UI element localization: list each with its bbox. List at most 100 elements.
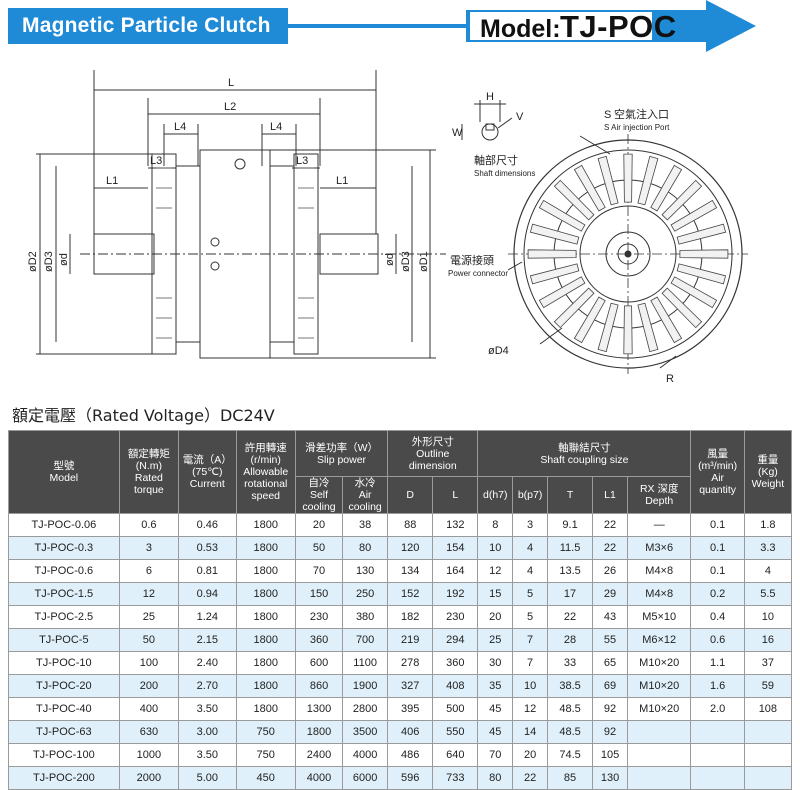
table-cell: 733 xyxy=(432,766,479,790)
table-cell: 26 xyxy=(592,559,628,583)
header-L1: L1 xyxy=(592,476,628,514)
table-cell: 294 xyxy=(432,628,479,652)
table-cell: 3.00 xyxy=(178,720,237,744)
table-cell: M10×20 xyxy=(626,697,692,721)
table-cell: 486 xyxy=(387,743,434,767)
table-cell: 3 xyxy=(512,513,549,537)
table-cell: 0.6 xyxy=(118,513,180,537)
fin xyxy=(538,276,586,309)
dim-L4-right: L4 xyxy=(270,121,282,133)
table-cell: 80 xyxy=(342,536,389,560)
table-cell: 20 xyxy=(294,513,344,537)
end-view-fins xyxy=(527,153,729,355)
table-cell: 182 xyxy=(387,605,434,629)
dim-L4-left: L4 xyxy=(174,121,186,133)
table-cell: TJ-POC-0.06 xyxy=(8,513,120,537)
table-cell: 1900 xyxy=(342,674,389,698)
table-cell: 1800 xyxy=(235,513,296,537)
table-cell: 22 xyxy=(512,766,549,790)
fin xyxy=(553,287,595,329)
table-cell: 22 xyxy=(592,536,628,560)
table-cell xyxy=(626,743,692,767)
model-code: TJ-POC xyxy=(560,9,677,44)
table-cell: 4 xyxy=(743,559,793,583)
table-cell: 0.94 xyxy=(178,582,237,606)
table-cell: 4 xyxy=(512,536,549,560)
table-cell: 100 xyxy=(118,651,180,675)
table-cell: 750 xyxy=(235,720,296,744)
table-cell: 0.1 xyxy=(690,513,745,537)
table-cell: TJ-POC-2.5 xyxy=(8,605,120,629)
table-cell: 1100 xyxy=(342,651,389,675)
fin xyxy=(597,302,619,353)
table-cell: 2400 xyxy=(294,743,344,767)
table-cell xyxy=(743,720,793,744)
table-cell: 130 xyxy=(342,559,389,583)
table-cell: 17 xyxy=(547,582,594,606)
table-cell: 1800 xyxy=(235,536,296,560)
fin xyxy=(650,296,683,344)
table-cell: 50 xyxy=(118,628,180,652)
table-cell: 0.6 xyxy=(690,628,745,652)
table-cell: 69 xyxy=(592,674,628,698)
table-cell: 0.4 xyxy=(690,605,745,629)
table-cell: TJ-POC-5 xyxy=(8,628,120,652)
table-cell: 2.15 xyxy=(178,628,237,652)
table-cell: 22 xyxy=(592,513,628,537)
table-cell: 400 xyxy=(118,697,180,721)
table-cell: 1.6 xyxy=(690,674,745,698)
table-cell: 3.50 xyxy=(178,697,237,721)
table-cell: TJ-POC-40 xyxy=(8,697,120,721)
table-cell: 500 xyxy=(432,697,479,721)
shaft-dimensions-cn: 軸部尺寸 xyxy=(474,153,518,167)
table-cell: 700 xyxy=(342,628,389,652)
fin xyxy=(573,296,606,344)
table-cell: 74.5 xyxy=(547,743,594,767)
fin xyxy=(527,249,577,259)
table-cell: 0.1 xyxy=(690,536,745,560)
table-cell: 200 xyxy=(118,674,180,698)
fin xyxy=(637,302,659,353)
table-cell: 2.40 xyxy=(178,651,237,675)
fin xyxy=(676,223,727,245)
table-cell: 15 xyxy=(477,582,514,606)
dim-D1-right: øD1 xyxy=(418,251,430,272)
table-cell: 5 xyxy=(512,605,549,629)
table-cell: 3 xyxy=(118,536,180,560)
table-cell: 6000 xyxy=(342,766,389,790)
fin xyxy=(597,155,619,206)
table-cell: M6×12 xyxy=(626,628,692,652)
table-cell: 30 xyxy=(477,651,514,675)
model-arrow-shape xyxy=(466,0,756,52)
table-cell: 92 xyxy=(592,720,628,744)
fin xyxy=(553,179,595,221)
table-cell: 105 xyxy=(592,743,628,767)
air-injection-cn: 空氣注入口 xyxy=(614,107,669,121)
fin xyxy=(670,199,718,232)
table-cell: 22 xyxy=(547,605,594,629)
fin xyxy=(679,249,729,259)
table-cell: 25 xyxy=(118,605,180,629)
table-cell: 50 xyxy=(294,536,344,560)
table-cell: 1800 xyxy=(235,697,296,721)
table-cell: 3.3 xyxy=(743,536,793,560)
table-cell: 1800 xyxy=(235,651,296,675)
table-cell xyxy=(626,720,692,744)
power-connector-en: Power connector xyxy=(448,269,508,278)
table-cell: 12 xyxy=(512,697,549,721)
title-connector-line xyxy=(288,24,466,28)
table-cell: TJ-POC-0.6 xyxy=(8,559,120,583)
table-cell: 13.5 xyxy=(547,559,594,583)
table-cell: 278 xyxy=(387,651,434,675)
table-cell: M4×8 xyxy=(626,582,692,606)
table-cell: 596 xyxy=(387,766,434,790)
table-cell: 85 xyxy=(547,766,594,790)
table-cell: 150 xyxy=(294,582,344,606)
